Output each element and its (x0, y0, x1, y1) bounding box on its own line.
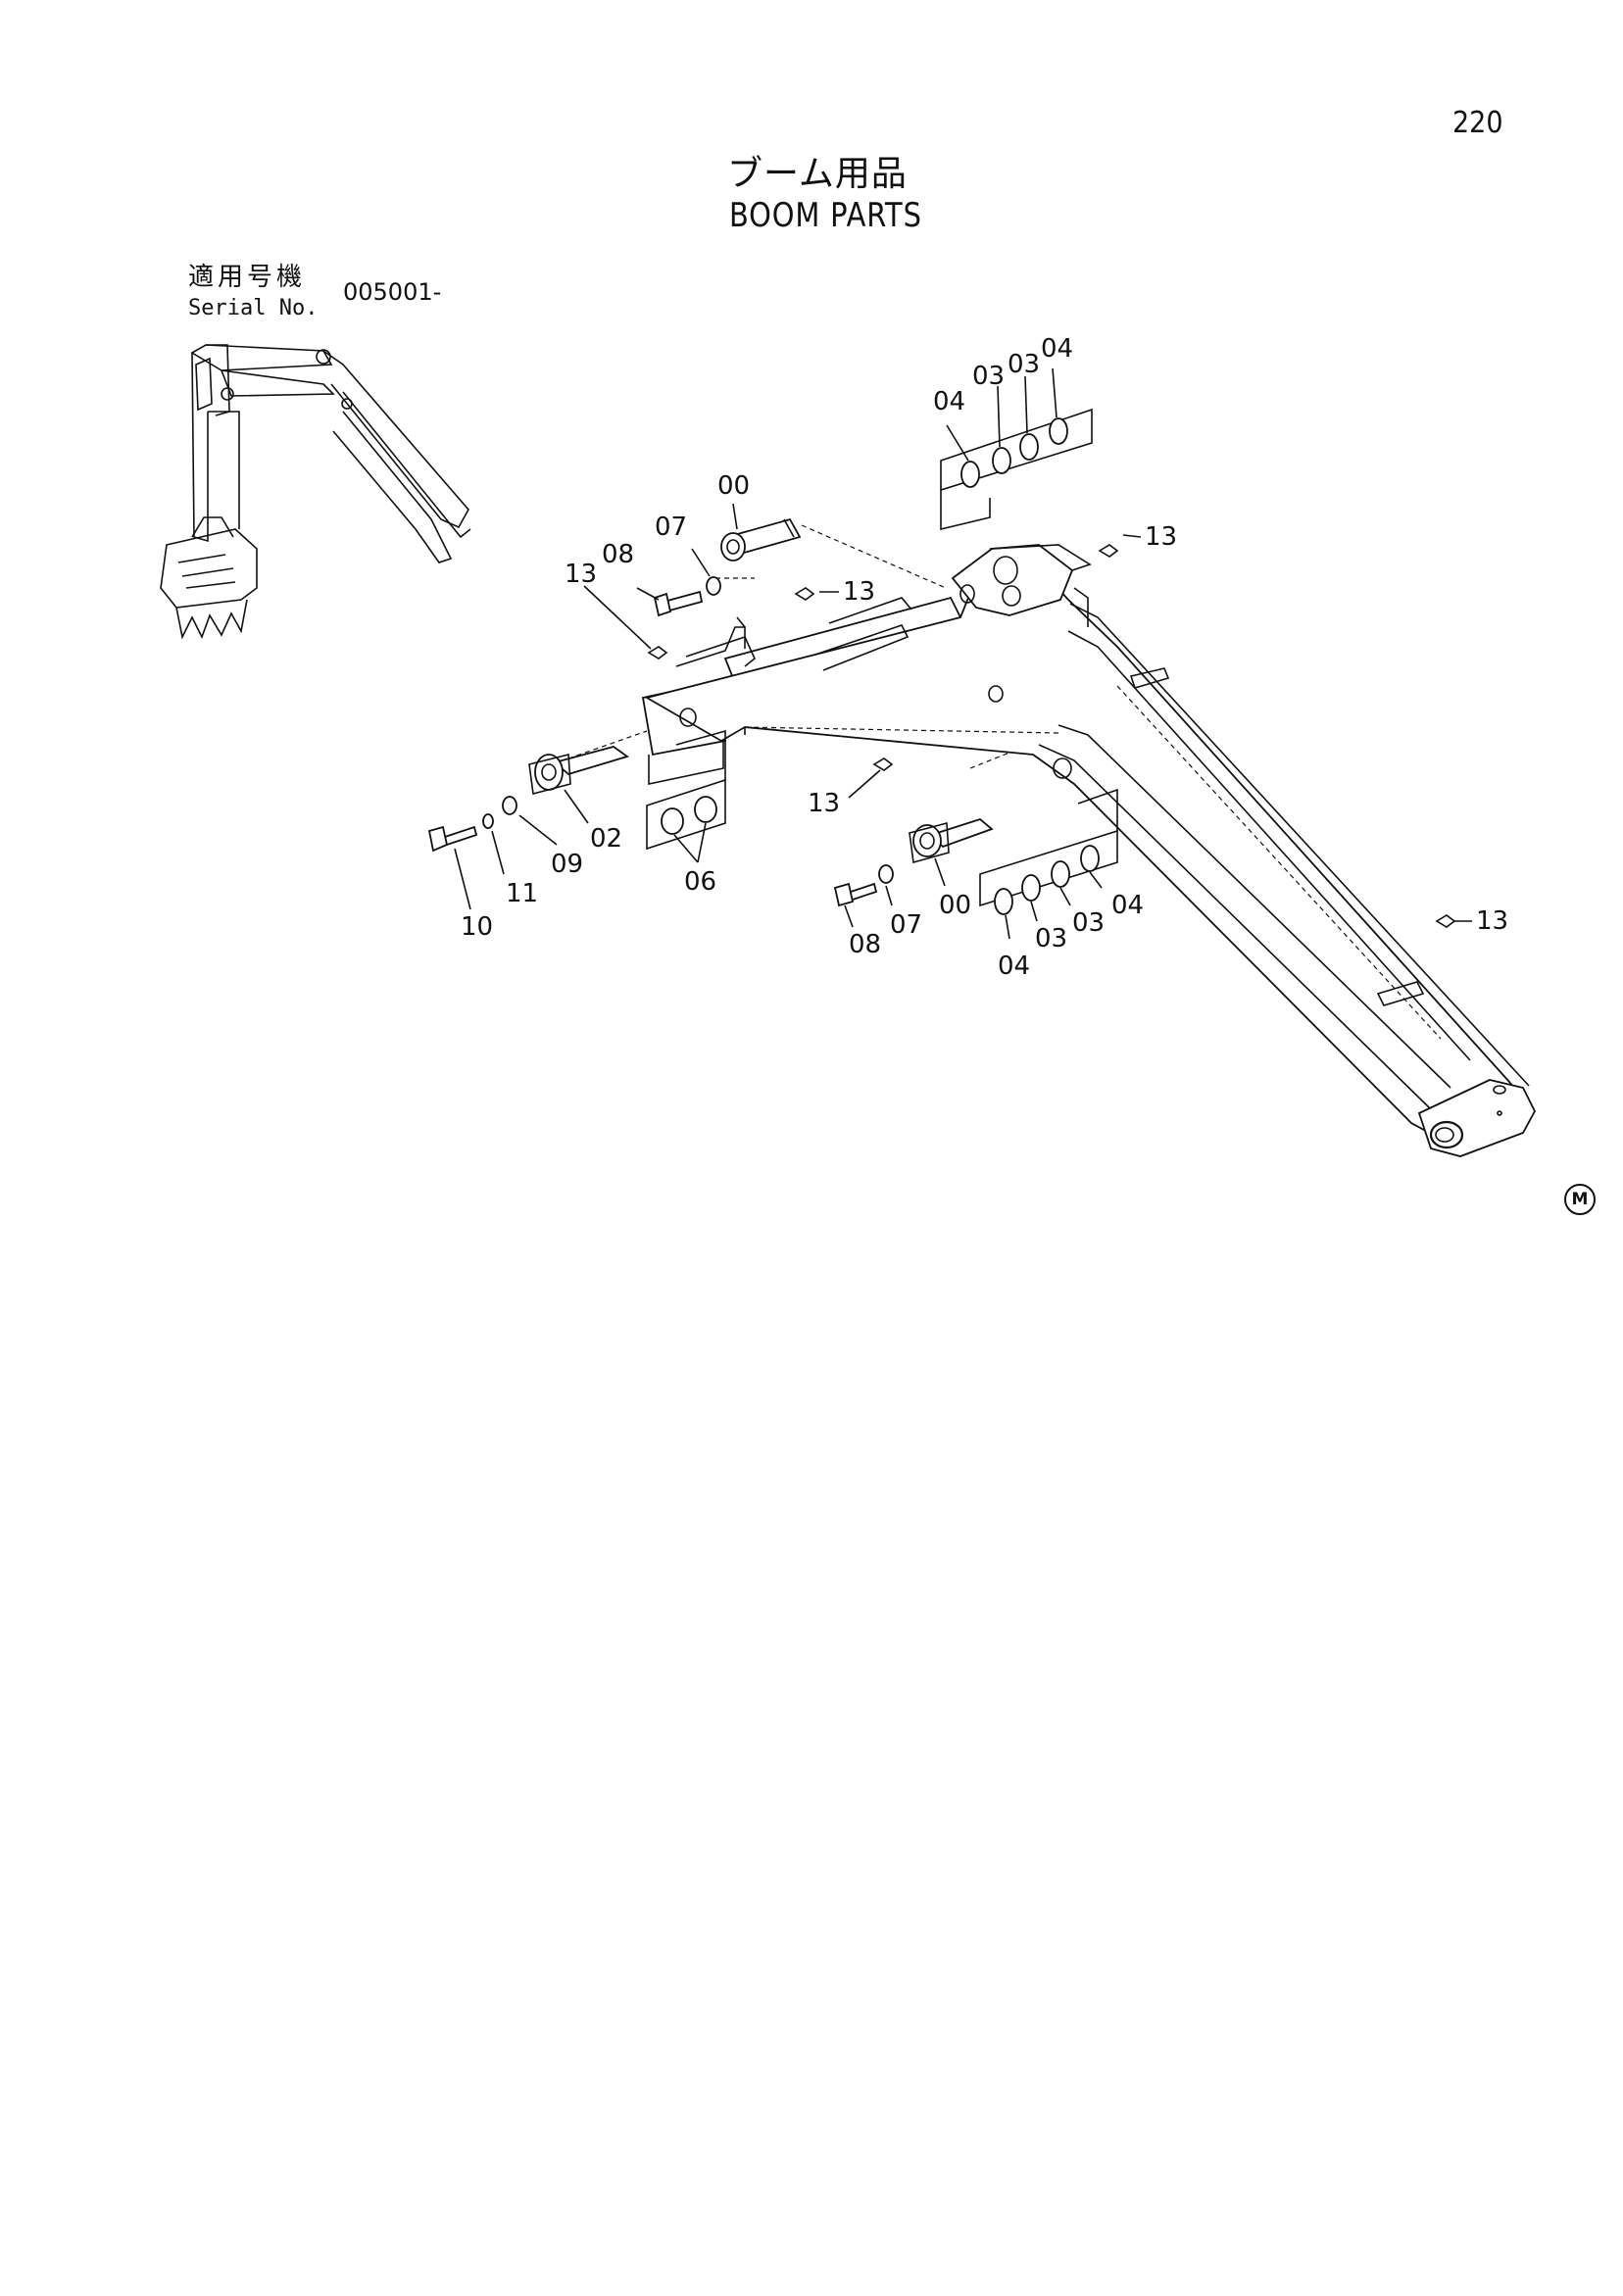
callout-label: 07 (655, 513, 687, 542)
callout-label: 04 (1041, 334, 1073, 364)
page-number: 220 (1452, 106, 1503, 140)
callout-label: 08 (849, 930, 881, 959)
exploded-parts (427, 408, 1456, 928)
callout-label: 00 (717, 471, 750, 501)
callout-label: 03 (1035, 924, 1067, 953)
callout-label: 13 (808, 789, 840, 818)
callout-label: 02 (590, 824, 622, 854)
callout-label: 13 (843, 577, 875, 607)
serial-label-japanese: 適用号機 (188, 263, 307, 292)
callout-label: 04 (933, 387, 965, 416)
callout-label: 00 (939, 891, 971, 920)
callout-label: 06 (684, 867, 716, 897)
callout-label: 08 (602, 540, 634, 569)
callout-label: 11 (506, 879, 538, 908)
page-title-japanese: ブーム用品 (727, 154, 908, 194)
callout-labels: 04 03 03 04 13 00 07 08 13 13 13 02 09 1… (461, 334, 1508, 981)
excavator-thumbnail (160, 344, 471, 640)
callout-label: 13 (1476, 906, 1508, 936)
m-mark-badge: M (1564, 1184, 1596, 1215)
callout-label: 03 (1008, 350, 1040, 379)
callout-label: 07 (890, 910, 922, 940)
callout-label: 04 (998, 952, 1030, 981)
serial-label-english: Serial No. (188, 296, 319, 320)
callout-label: 13 (565, 560, 597, 589)
callout-label: 03 (972, 362, 1005, 391)
callout-label: 10 (461, 912, 493, 942)
serial-number-value: 005001- (343, 278, 442, 306)
callout-label: 04 (1111, 891, 1144, 920)
callout-label: 09 (551, 850, 583, 879)
page-title-english: BOOM PARTS (729, 196, 922, 235)
callout-label: 13 (1145, 522, 1177, 552)
callout-leaders (454, 367, 1472, 940)
callout-label: 03 (1072, 908, 1105, 938)
